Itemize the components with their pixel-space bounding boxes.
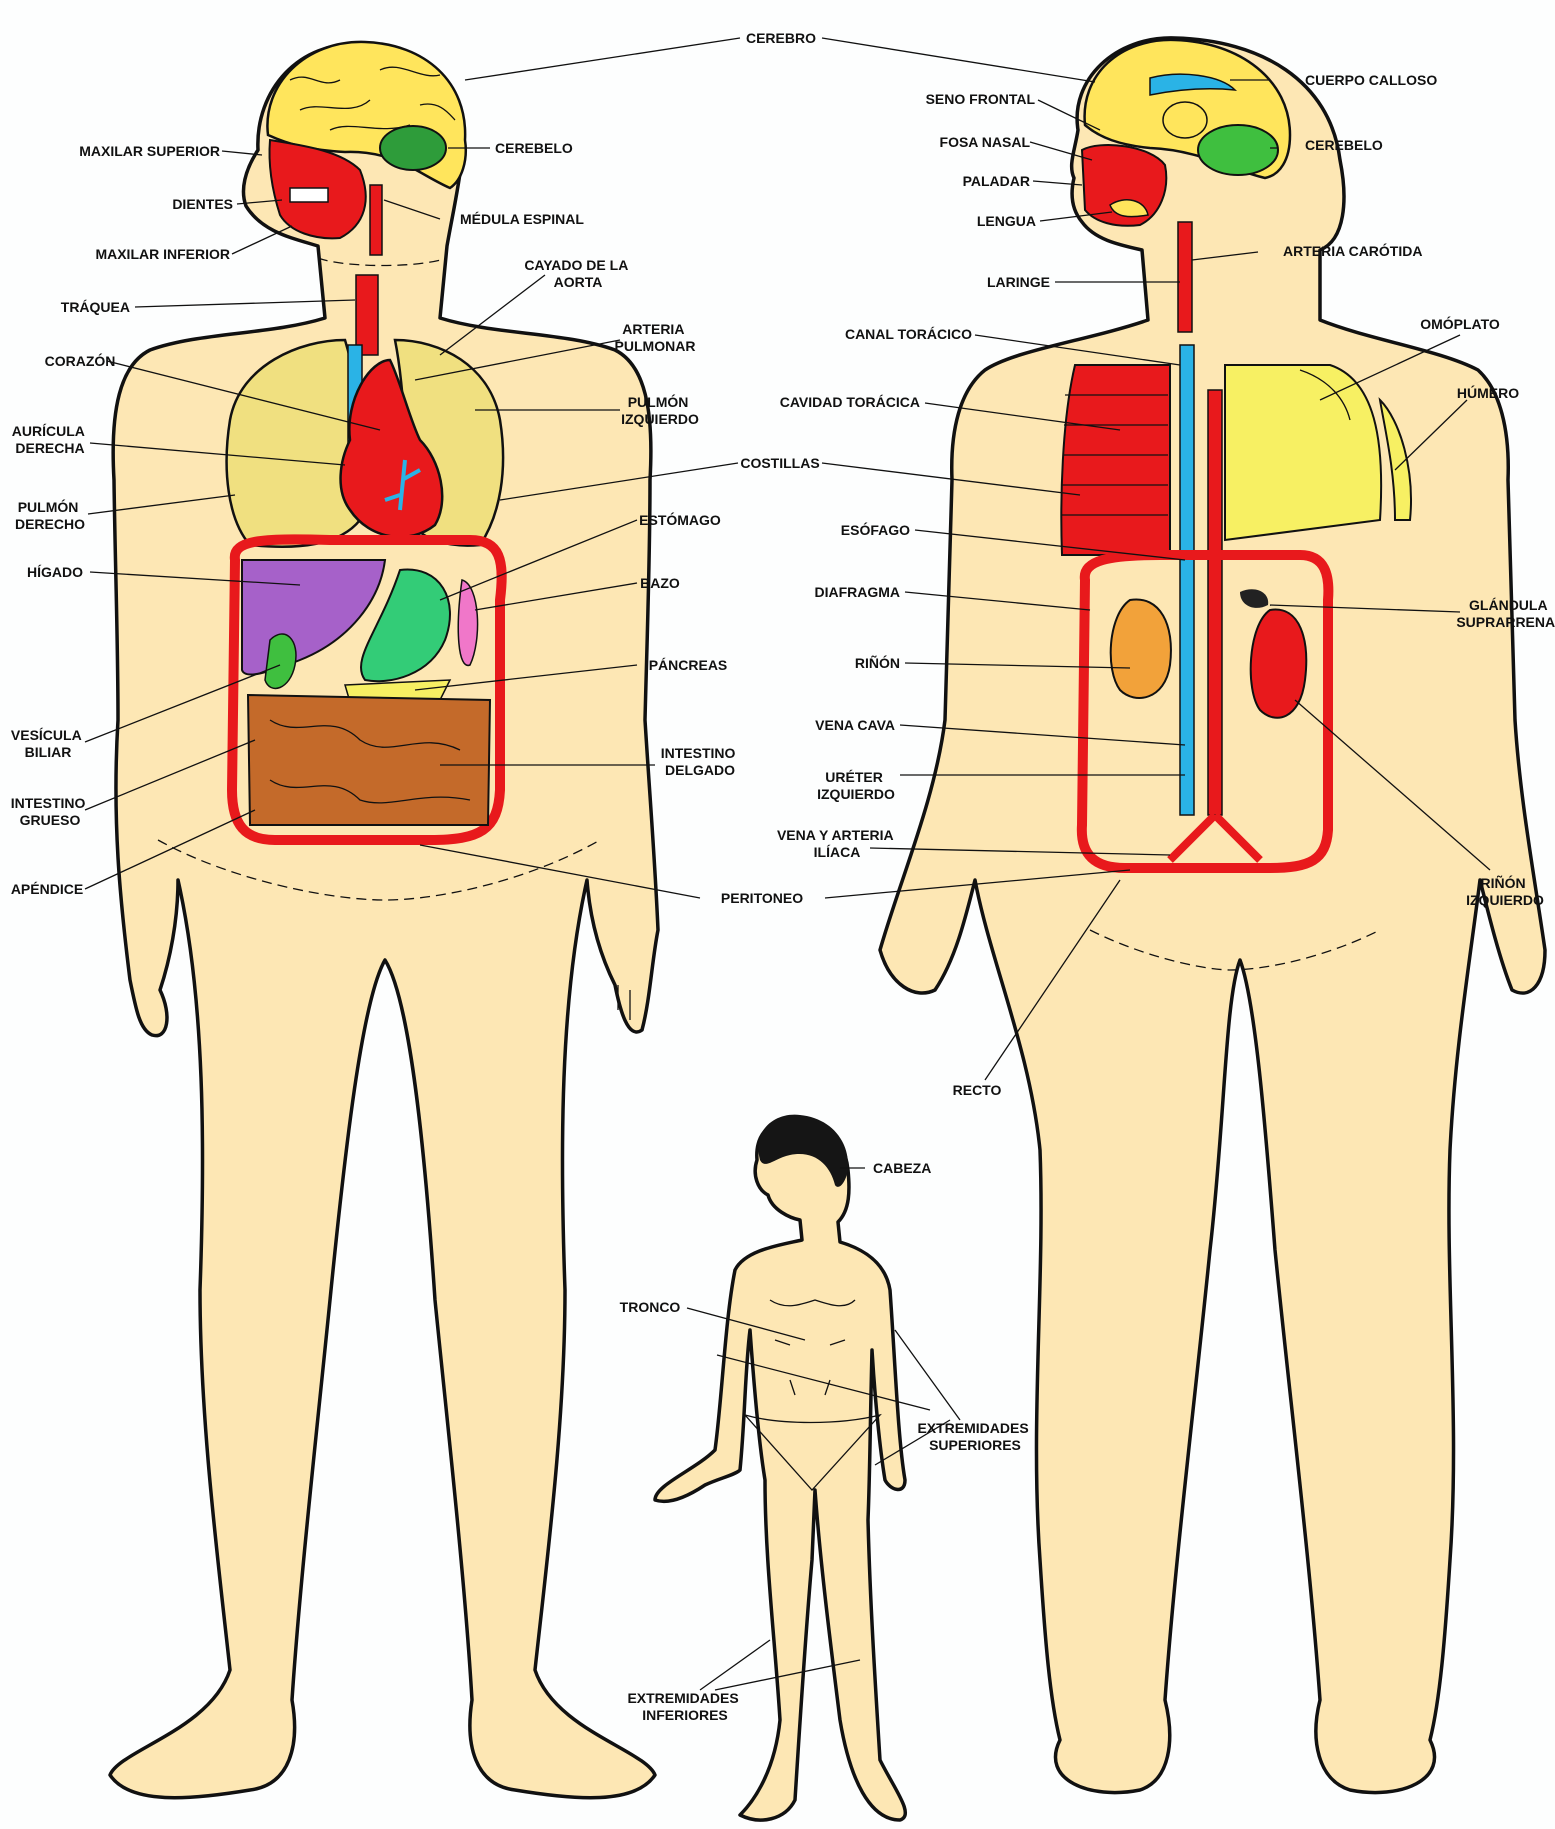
front-trachea [356, 275, 378, 355]
label-vesicula-biliar: VESÍCULA BILIAR [11, 727, 85, 760]
label-cayado-aorta: CAYADO DE LA AORTA [524, 257, 631, 290]
label-maxilar-superior: MAXILAR SUPERIOR [79, 143, 220, 159]
label-glandula-suprarrenal: GLÁNDULA SUPRARRENAL [1456, 597, 1555, 630]
front-figure-body [110, 45, 658, 1798]
label-arteria-carotida: ARTERIA CARÓTIDA [1283, 242, 1422, 259]
label-omoplato: OMÓPLATO [1420, 315, 1500, 332]
side-left-kidney [1251, 610, 1307, 718]
label-cuerpo-calloso: CUERPO CALLOSO [1305, 72, 1437, 88]
label-cabeza: CABEZA [873, 1160, 931, 1176]
label-dientes: DIENTES [172, 196, 233, 212]
label-auricula-derecha: AURÍCULA DERECHA [12, 423, 88, 456]
label-diafragma: DIAFRAGMA [814, 584, 900, 600]
label-canal-toracico: CANAL TORÁCICO [845, 326, 972, 342]
label-cerebro: CEREBRO [746, 30, 816, 46]
label-higado: HÍGADO [27, 564, 83, 580]
label-lengua: LENGUA [977, 213, 1036, 229]
label-traquea: TRÁQUEA [61, 299, 130, 315]
side-aorta-red [1208, 390, 1222, 815]
label-costillas: COSTILLAS [740, 455, 819, 471]
label-ureter-izquierdo: URÉTER IZQUIERDO [817, 769, 895, 802]
line-maxilar-inferior [232, 226, 292, 254]
label-rinon: RIÑÓN [855, 654, 900, 671]
label-maxilar-inferior: MAXILAR INFERIOR [95, 246, 230, 262]
label-intestino-delgado: INTESTINO DELGADO [661, 745, 740, 778]
label-cerebelo-front: CEREBELO [495, 140, 573, 156]
label-medula-espinal: MÉDULA ESPINAL [460, 211, 584, 227]
label-vena-arteria-iliaca: VENA Y ARTERIA ILÍACA [777, 827, 897, 860]
front-teeth [290, 188, 328, 202]
label-cerebelo-side: CEREBELO [1305, 137, 1383, 153]
front-cerebellum [380, 126, 446, 170]
label-bazo: BAZO [640, 575, 680, 591]
side-figure-body [880, 38, 1545, 1793]
label-seno-frontal: SENO FRONTAL [926, 91, 1036, 107]
label-peritoneo: PERITONEO [721, 890, 803, 906]
label-fosa-nasal: FOSA NASAL [940, 134, 1031, 150]
label-pancreas: PÁNCREAS [649, 657, 728, 673]
front-spinal-cord [370, 185, 382, 255]
side-right-kidney [1111, 599, 1171, 698]
label-corazon: CORAZÓN [45, 352, 116, 369]
label-recto: RECTO [953, 1082, 1002, 1098]
label-humero: HÚMERO [1457, 384, 1519, 401]
label-laringe: LARINGE [987, 274, 1050, 290]
label-estomago: ESTÓMAGO [639, 511, 721, 528]
label-esofago: ESÓFAGO [841, 521, 910, 538]
label-extremidades-inferiores: EXTREMIDADES INFERIORES [627, 1690, 742, 1723]
label-paladar: PALADAR [963, 173, 1030, 189]
side-cerebellum [1198, 125, 1278, 175]
label-extremidades-superiores: EXTREMIDADES SUPERIORES [917, 1420, 1032, 1453]
front-intestines [248, 695, 490, 825]
side-ribcage-red [1061, 365, 1170, 555]
label-pulmon-derecho: PULMÓN DERECHO [15, 498, 85, 532]
label-vena-cava: VENA CAVA [815, 717, 895, 733]
label-cavidad-toracica: CAVIDAD TORÁCICA [780, 394, 920, 410]
side-figure [880, 38, 1545, 1793]
label-apendice: APÉNDICE [11, 881, 83, 897]
label-intestino-grueso: INTESTINO GRUESO [11, 795, 90, 828]
side-ribcage-yellow [1225, 365, 1381, 540]
label-arteria-pulmonar: ARTERIA PULMONAR [615, 321, 696, 354]
side-brainstem [1163, 102, 1207, 138]
label-tronco: TRONCO [620, 1299, 681, 1315]
side-carotid [1178, 222, 1192, 332]
